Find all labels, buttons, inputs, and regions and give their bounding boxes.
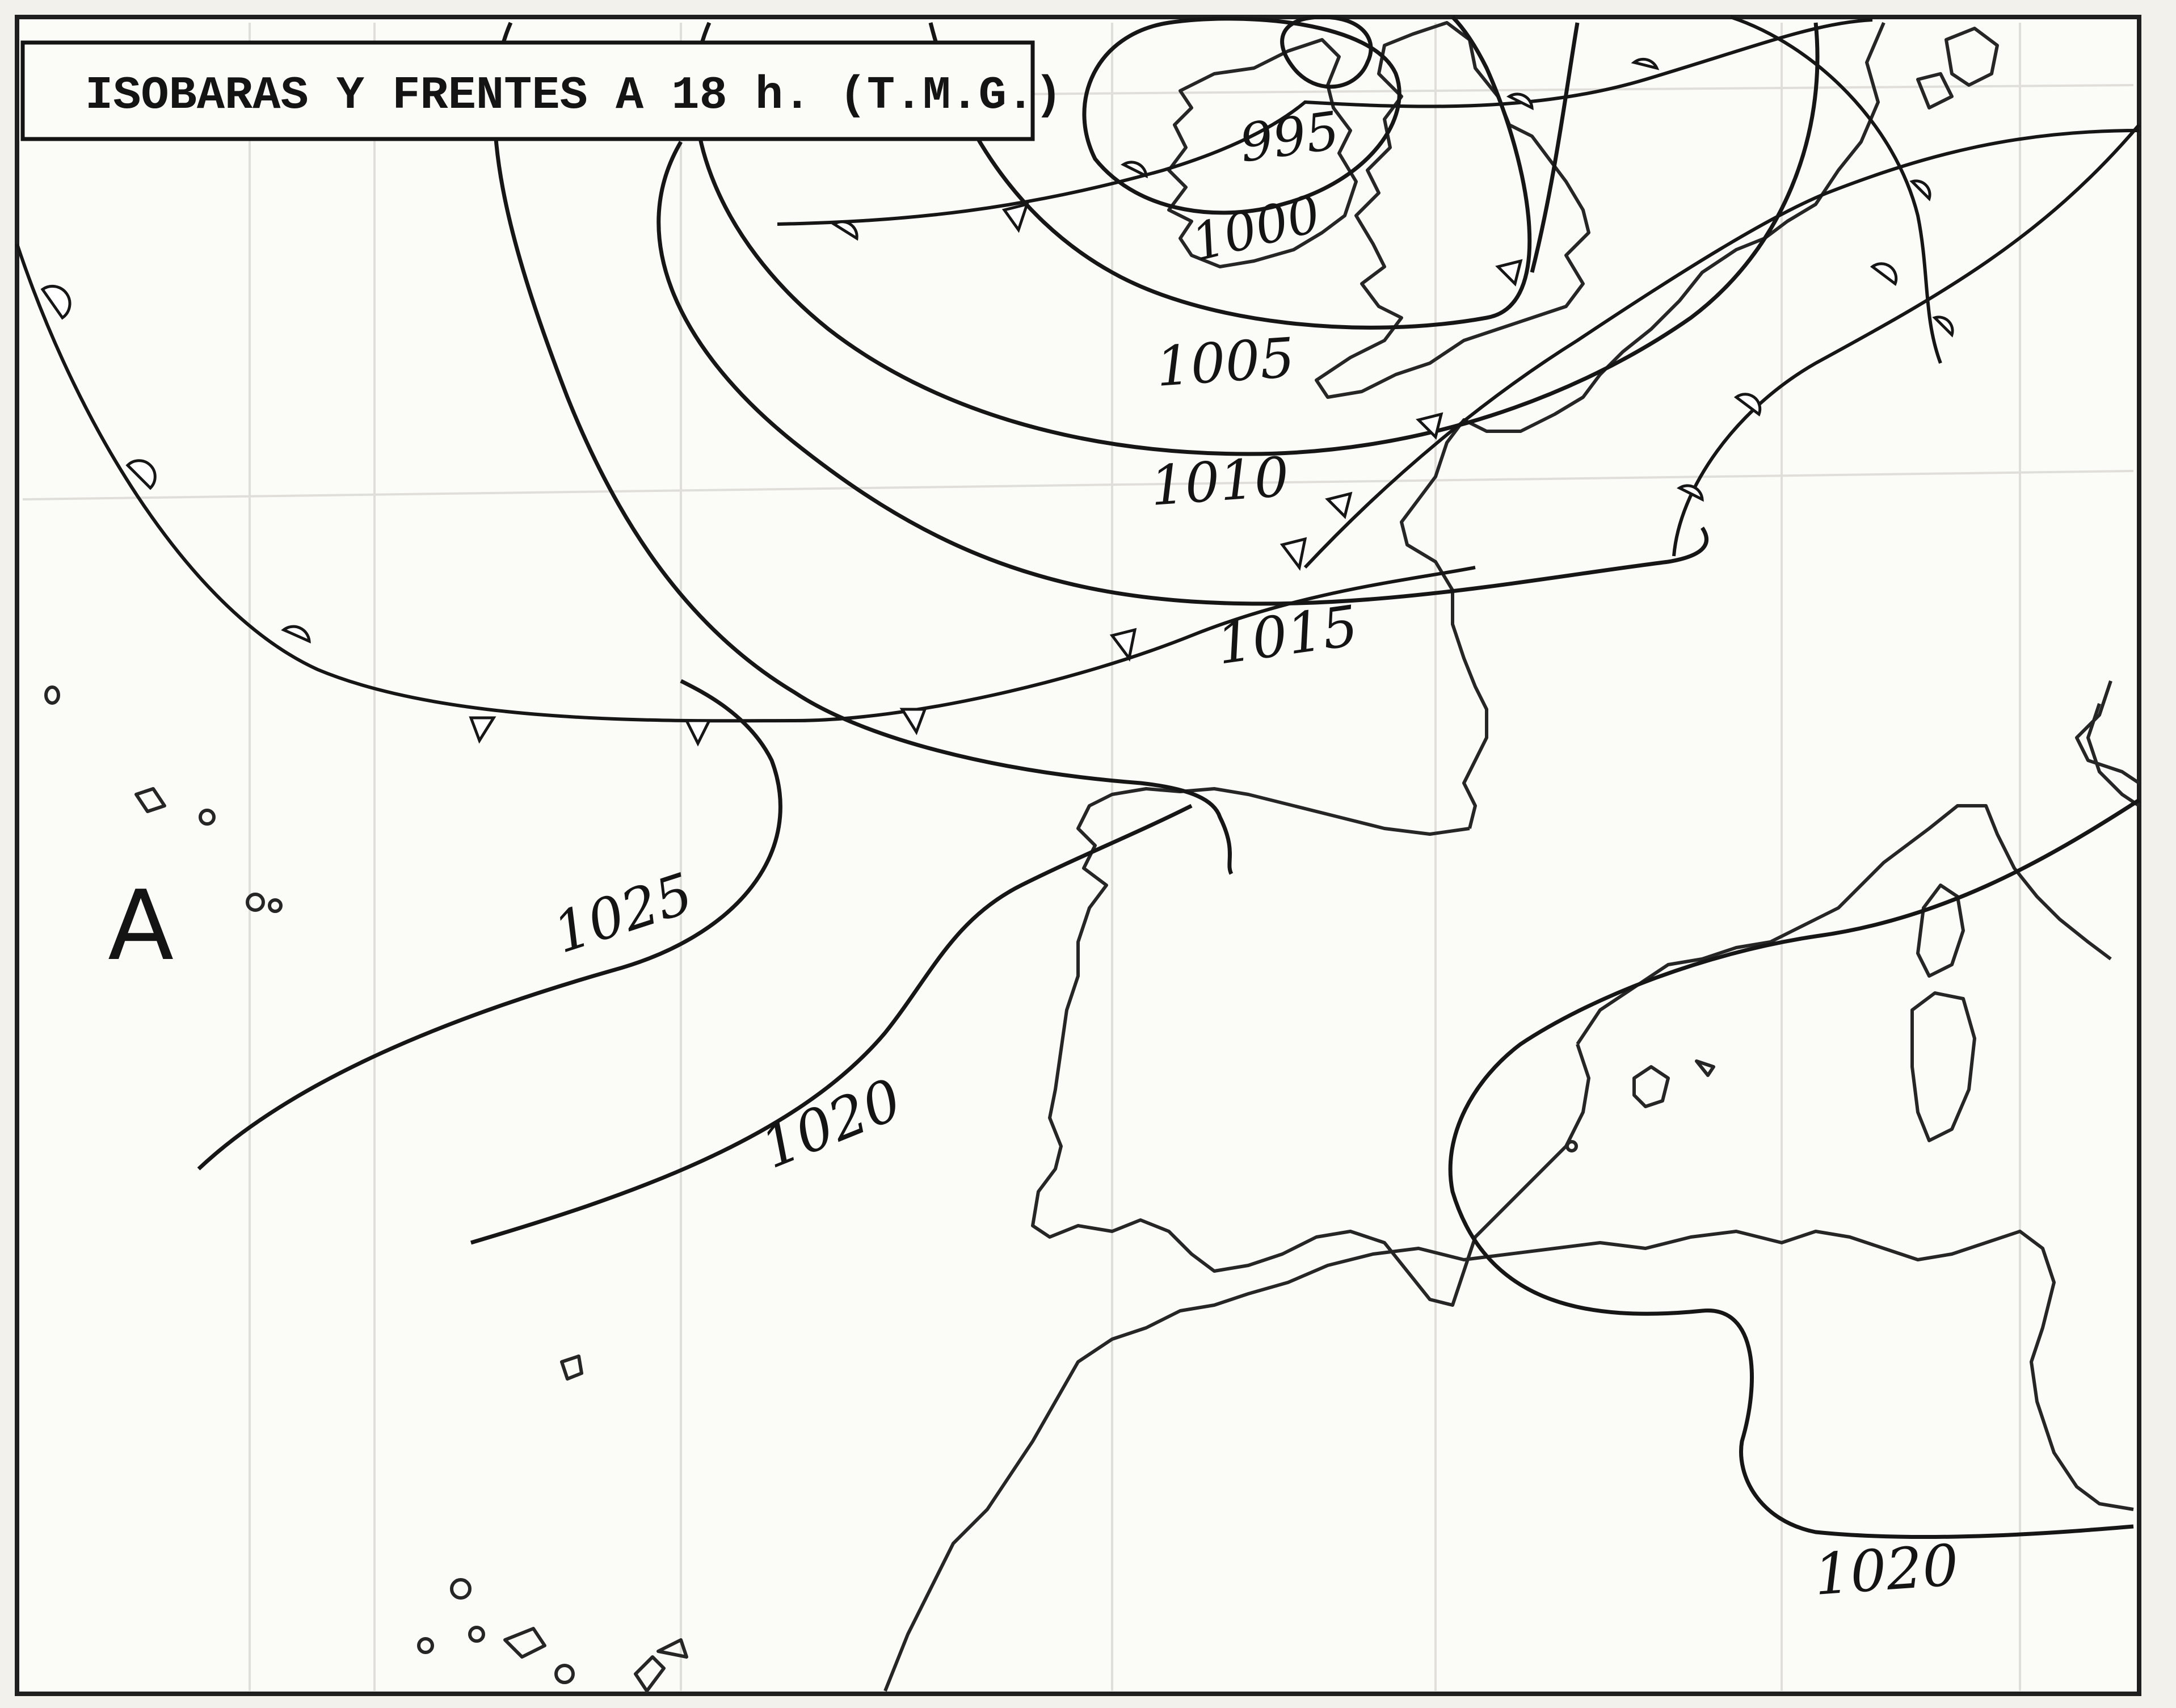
front-east-arc	[1730, 15, 1942, 364]
isobar-1000	[1082, 16, 1401, 215]
map-title: ISOBARAS Y FRENTES A 18 h. (T.M.G.)	[85, 69, 1062, 122]
great-britain-coast	[1315, 21, 1590, 399]
cold-front-symbol	[1279, 537, 1307, 571]
cold-front-symbol	[1109, 628, 1137, 662]
canary-island-4	[503, 1627, 546, 1659]
fronts	[15, 15, 2141, 747]
isobar-1015	[656, 141, 1708, 606]
iberia-coast	[1031, 787, 1590, 1307]
isobars	[197, 15, 2140, 1539]
warm-front-atlantic	[15, 243, 1476, 723]
isobar-label-1020-med: 1020	[1812, 1532, 1961, 1608]
east-coast-fragment	[2075, 680, 2140, 785]
isobar-label-995: 995	[1236, 100, 1343, 174]
isobar-1020-main	[493, 22, 1234, 875]
warm-front-symbol	[1631, 57, 1660, 70]
balearic-menorca	[1695, 1059, 1715, 1077]
azores-island-5	[268, 898, 283, 913]
warm-front-symbol	[1733, 393, 1762, 417]
canary-island-6	[634, 1655, 666, 1693]
map-border	[15, 15, 2141, 1696]
title-box: ISOBARAS Y FRENTES A 18 h. (T.M.G.)	[20, 40, 1062, 141]
cold-front-symbol	[1495, 259, 1523, 287]
ireland-coast	[1167, 38, 1358, 268]
occluded-front-east	[1672, 124, 2141, 557]
balearic-ibiza	[1565, 1140, 1578, 1152]
warm-front-symbol	[1870, 262, 1898, 286]
warm-front-symbol	[831, 220, 858, 241]
coastlines	[44, 21, 2140, 1693]
cold-front-symbol	[1001, 202, 1029, 233]
italy-coast	[2086, 703, 2140, 807]
corsica-coast	[1916, 884, 1965, 978]
canary-island-5	[554, 1664, 575, 1684]
azores-island-3	[199, 809, 216, 826]
balearic-mallorca	[1632, 1065, 1670, 1108]
madeira-island	[560, 1354, 583, 1381]
scandinavia-island-2	[1916, 72, 1954, 110]
warm-front-symbol	[1506, 92, 1534, 111]
cold-front-north	[1303, 129, 2140, 569]
warm-front-symbol	[1676, 484, 1704, 502]
isobar-995	[1280, 15, 1373, 89]
front-top	[777, 18, 1873, 226]
canary-island-1	[450, 1578, 472, 1600]
isobar-1025	[197, 679, 782, 1171]
warm-front-symbol	[1909, 179, 1931, 201]
warm-front-symbol	[40, 284, 71, 320]
isobar-1005	[928, 15, 1532, 330]
isobar-1010	[693, 22, 1820, 456]
isobar-1020-med	[1448, 798, 2140, 1539]
isobar-label-1005: 1005	[1154, 326, 1297, 399]
isobar-north-arc	[1530, 22, 1580, 273]
scandinavia-island-1	[1944, 27, 1999, 87]
isobar-label-1010: 1010	[1148, 445, 1291, 518]
canary-island-2	[417, 1637, 434, 1654]
azores-island-4	[246, 893, 265, 912]
warm-front-symbol	[125, 459, 157, 490]
warm-front-symbol	[1120, 161, 1148, 179]
cold-front-symbol	[1416, 412, 1443, 440]
cold-front-symbol	[899, 708, 927, 735]
sardinia-coast	[1910, 991, 1976, 1142]
canary-island-3	[468, 1626, 485, 1643]
isobar-labels: 995 1000 1005 1010 1015 1025 1020 1020	[546, 100, 1960, 1608]
warm-front-symbol	[281, 625, 311, 643]
mediterranean-north-coast	[1576, 804, 2112, 1045]
canary-island-7	[656, 1638, 688, 1659]
azores-island-1	[44, 685, 60, 705]
europe-atlantic-coast	[1400, 22, 1885, 829]
north-africa-coast	[883, 1230, 2134, 1692]
azores-island-2	[134, 787, 166, 813]
warm-front-symbol	[1932, 315, 1954, 338]
cold-front-symbol	[684, 719, 712, 747]
isobar-1020-south	[470, 803, 1193, 1245]
cold-front-symbol	[469, 716, 496, 744]
cold-front-symbol	[1325, 491, 1353, 519]
high-pressure-center: A	[108, 870, 174, 982]
